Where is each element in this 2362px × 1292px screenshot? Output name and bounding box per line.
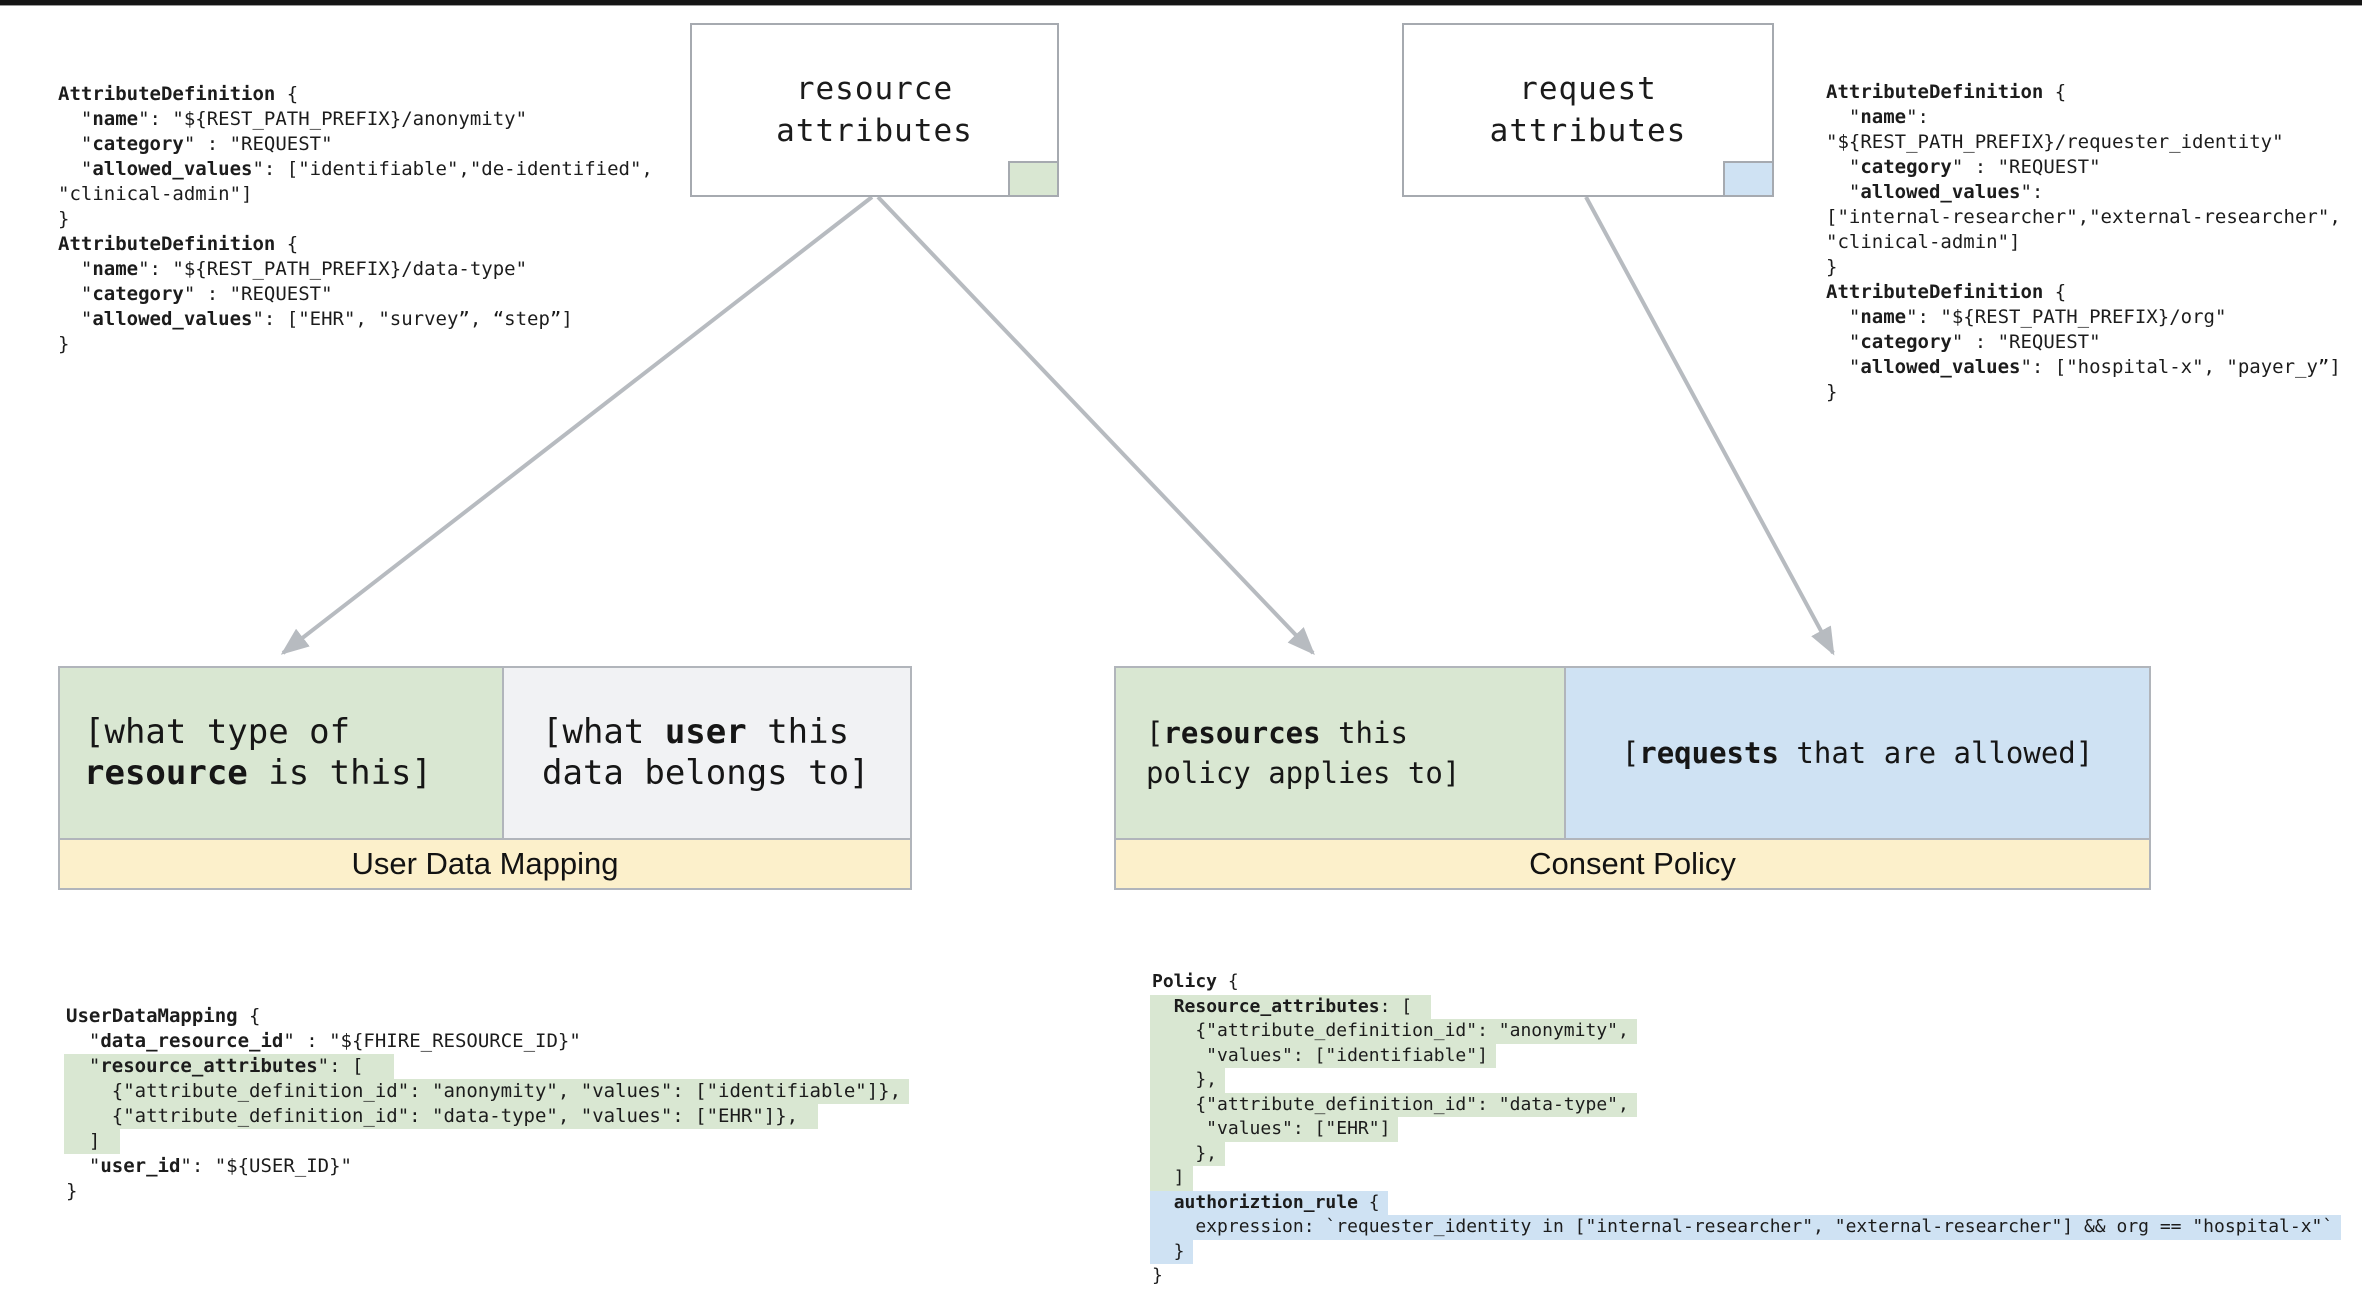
attribute-definitions-resource-code: AttributeDefinition { "name": "${REST_PA…: [58, 83, 653, 355]
arrow-request-to-consent-policy: [1584, 196, 1835, 656]
resource-attributes-green-corner: [1008, 161, 1059, 197]
resource-attributes-label: resource attributes: [776, 71, 973, 149]
consent-requests-cell: [requests that are allowed]: [1566, 668, 2149, 838]
policy-code: Policy { Resource_attributes: [ {"attrib…: [1150, 970, 2342, 1289]
arrow-resource-to-user-data-mapping: [280, 195, 874, 655]
top-border-bar: [0, 0, 2362, 6]
user-data-mapping-code: UserDataMapping { "data_resource_id" : "…: [64, 1004, 910, 1204]
consent-policy-title: Consent Policy: [1116, 838, 2149, 888]
request-attributes-label: request attributes: [1489, 71, 1687, 149]
request-attributes-blue-corner: [1723, 161, 1774, 197]
resource-attributes-box: resource attributes: [690, 23, 1059, 197]
request-attributes-box: request attributes: [1402, 23, 1774, 197]
user-data-mapping-title: User Data Mapping: [60, 838, 910, 888]
attribute-definitions-request-code: AttributeDefinition { "name":"${REST_PAT…: [1826, 81, 2341, 403]
arrow-resource-to-consent-policy: [876, 195, 1315, 656]
